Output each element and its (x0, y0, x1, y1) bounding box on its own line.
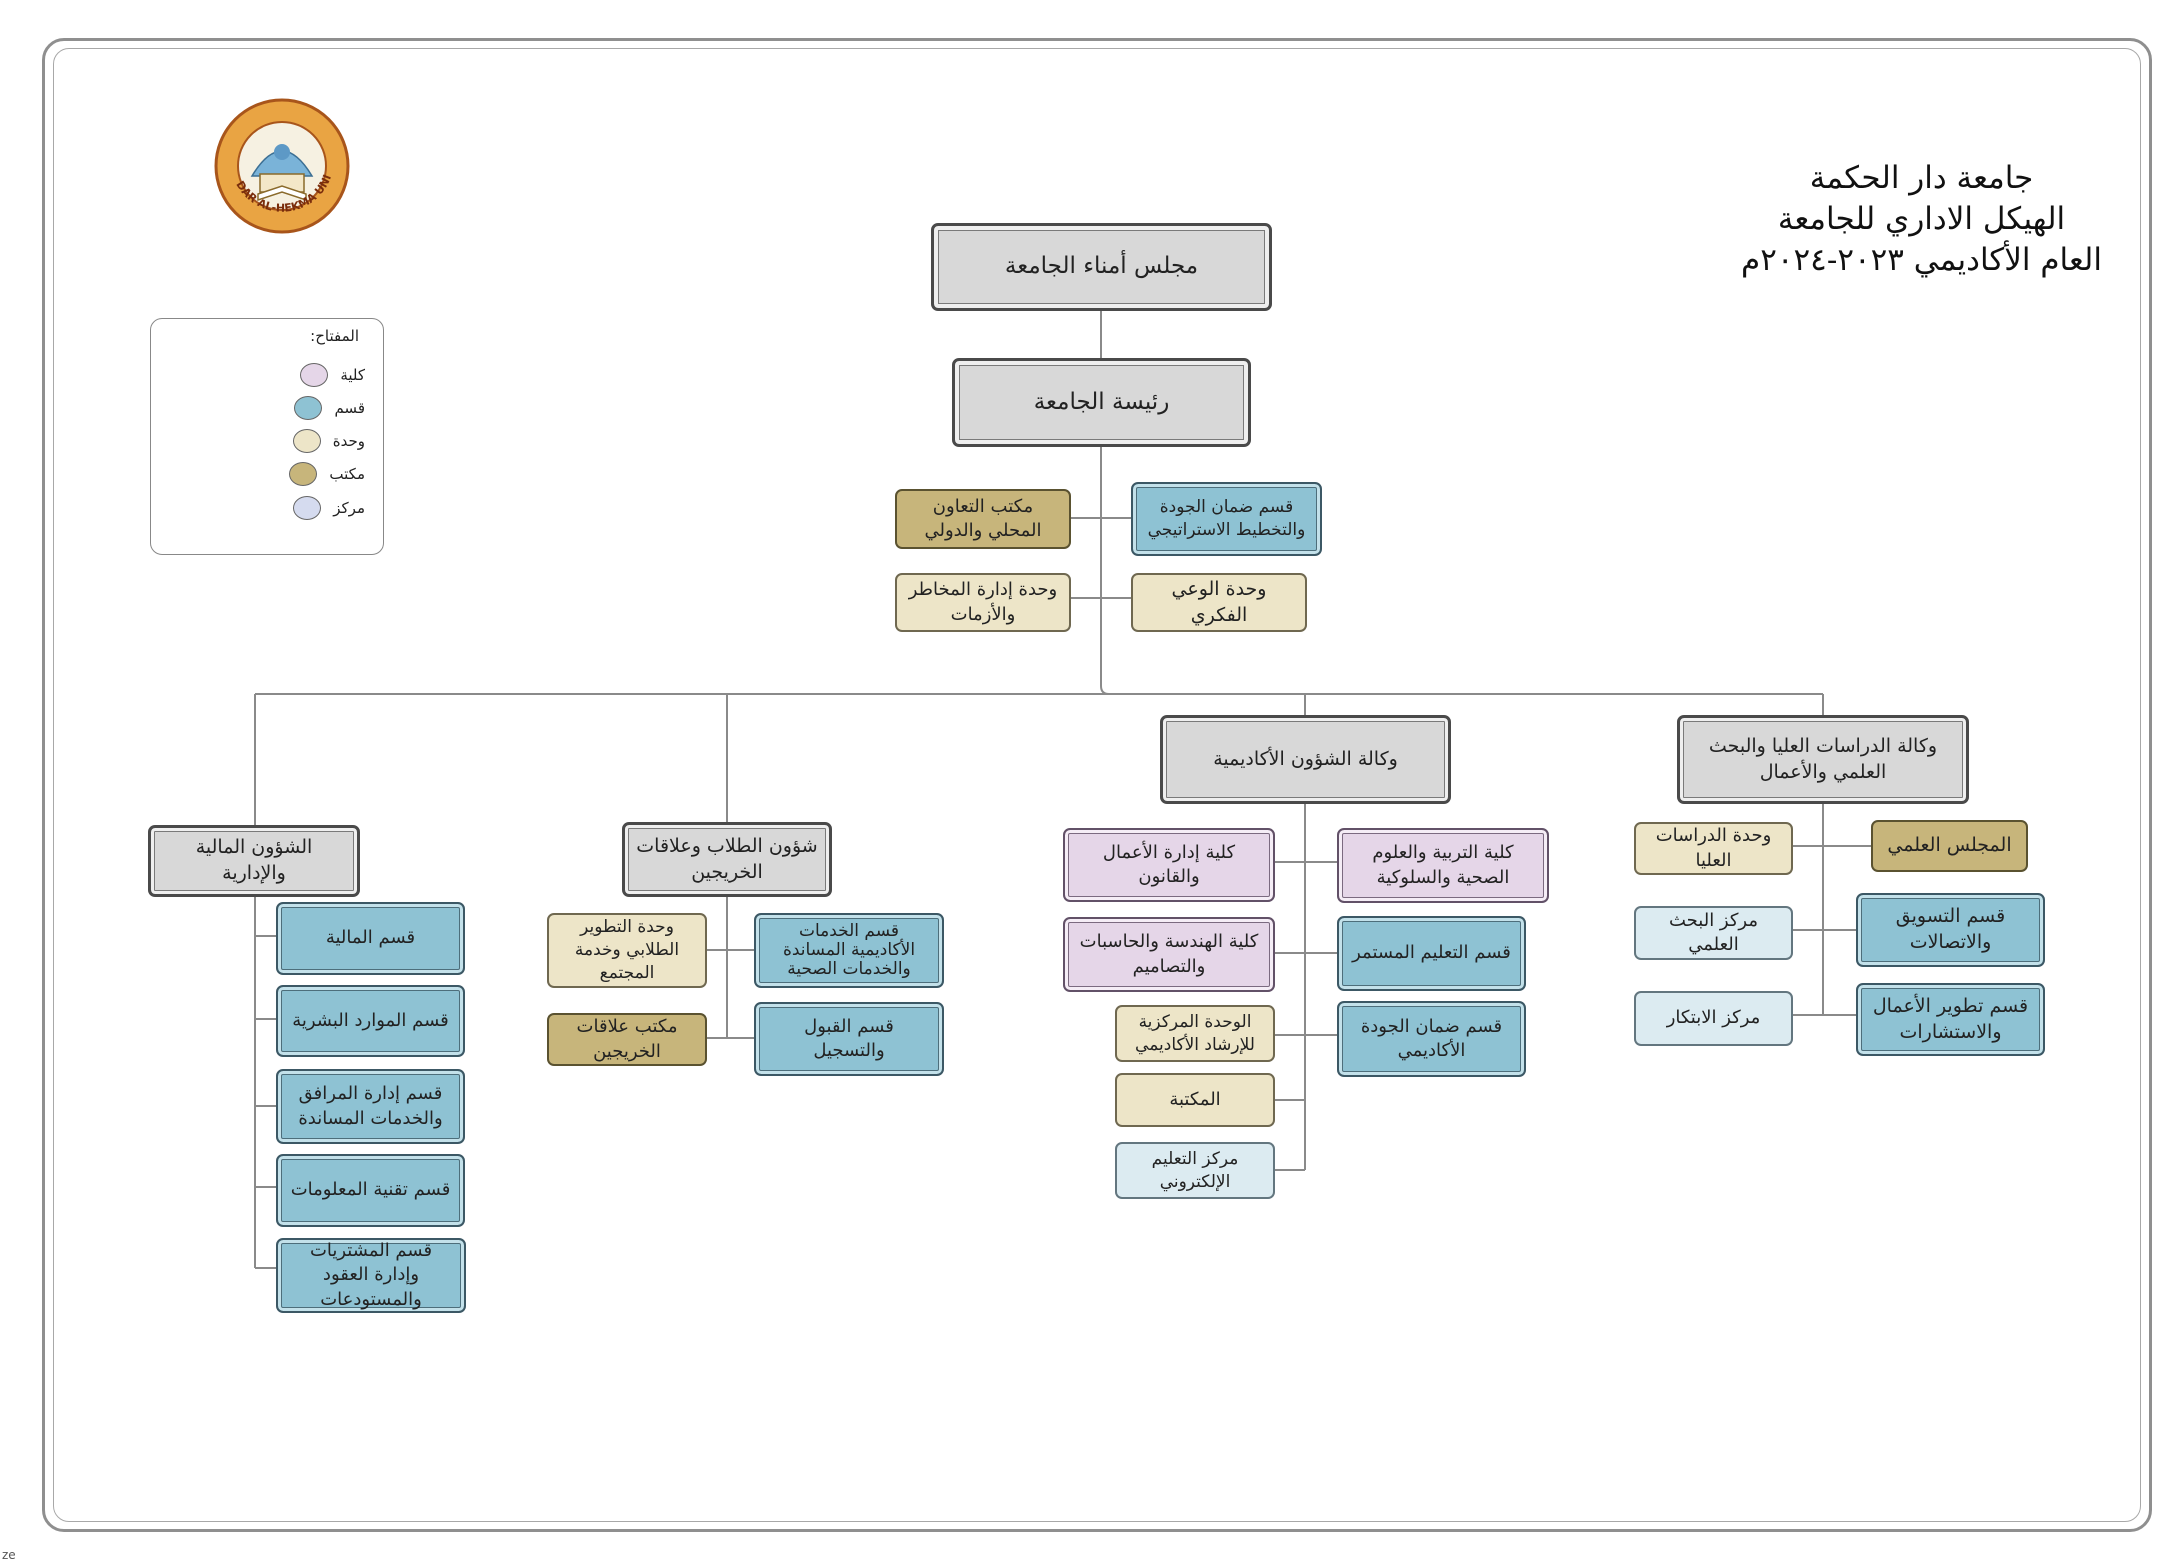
node-students-affairs: شؤون الطلاب وعلاقات الخريجين (622, 822, 832, 897)
node-risk-management: وحدة إدارة المخاطر والأزمات (895, 573, 1071, 632)
legend-item-center: مركز (293, 494, 365, 522)
node-education-college: كلية التربية والعلوم الصحية والسلوكية (1337, 828, 1549, 903)
node-finance-dept: قسم المالية (276, 902, 465, 975)
node-academic-vice: وكالة الشؤون الأكاديمية (1160, 715, 1451, 804)
legend-swatch-center (293, 496, 322, 520)
node-alumni-office: مكتب علاقات الخريجين (547, 1013, 707, 1066)
node-academic-quality-dept: قسم ضمان الجودة الأكاديمي (1337, 1001, 1526, 1077)
node-admission-dept: قسم القبول والتسجيل (754, 1002, 944, 1076)
legend-swatch-unit (292, 429, 321, 453)
node-student-dev-unit: وحدة التطوير الطلابي وخدمة المجتمع (547, 913, 707, 988)
legend-swatch-office (289, 462, 318, 486)
legend-label: قسم (334, 399, 365, 417)
footer-text: ze (2, 1548, 16, 1562)
node-continuing-ed-dept: قسم التعليم المستمر (1337, 916, 1526, 991)
legend-title: المفتاح: (310, 327, 359, 345)
node-facilities-dept: قسم إدارة المرافق والخدمات المساندة (276, 1069, 465, 1144)
node-president: رئيسة الجامعة (952, 358, 1251, 447)
node-elearning-center: مركز التعليم الإلكتروني (1115, 1142, 1275, 1199)
node-cooperation-office: مكتب التعاون المحلي والدولي (895, 489, 1071, 549)
legend-item-department: قسم (294, 394, 365, 422)
node-marketing-dept: قسم التسويق والاتصالات (1856, 893, 2045, 967)
legend-swatch-department (294, 396, 323, 420)
title-line-2: الهيكل الاداري للجامعة (1777, 200, 2066, 237)
node-scientific-council: المجلس العلمي (1871, 820, 2028, 872)
title-line-1: جامعة دار الحكمة (1809, 160, 2034, 196)
node-innovation-center: مركز الابتكار (1634, 991, 1793, 1046)
node-graduate-vice: وكالة الدراسات العليا والبحث العلمي والأ… (1677, 715, 1969, 804)
node-hr-dept: قسم الموارد البشرية (276, 985, 465, 1057)
legend-label: وحدة (332, 432, 365, 450)
node-quality-planning: قسم ضمان الجودة والتخطيط الاستراتيجي (1131, 482, 1322, 556)
title-line-3: العام الأكاديمي ٢٠٢٣-٢٠٢٤م (1741, 241, 2102, 278)
node-procurement-dept: قسم المشتريات وإدارة العقود والمستودعات (276, 1238, 466, 1313)
node-academic-services-dept: قسم الخدمات الأكاديمية المساندة والخدمات… (754, 913, 944, 988)
legend-label: مركز (333, 499, 365, 517)
chart-title: جامعة دار الحكمة الهيكل الاداري للجامعة … (1741, 158, 2102, 281)
legend: المفتاح: كلية قسم وحدة مكتب مركز (150, 318, 384, 555)
legend-swatch-college (300, 363, 329, 387)
node-intellectual-awareness: وحدة الوعي الفكري (1131, 573, 1307, 632)
inner-frame (53, 48, 2141, 1522)
legend-label: مكتب (329, 465, 365, 483)
legend-item-unit: وحدة (292, 427, 365, 455)
outer-frame (42, 38, 2152, 1532)
node-board: مجلس أمناء الجامعة (931, 223, 1272, 311)
legend-label: كلية (340, 366, 365, 384)
node-business-law-college: كلية إدارة الأعمال والقانون (1063, 828, 1275, 902)
legend-item-college: كلية (300, 361, 365, 389)
node-graduate-unit: وحدة الدراسات العليا (1634, 822, 1793, 875)
node-research-center: مركز البحث العلمي (1634, 906, 1793, 960)
node-finance-admin: الشؤون المالية والإدارية (148, 825, 360, 897)
node-library: المكتبة (1115, 1073, 1275, 1127)
university-logo: DAR AL-HEKMA UNIVERSITY (212, 96, 350, 234)
node-engineering-college: كلية الهندسة والحاسبات والتصاميم (1063, 917, 1275, 992)
node-it-dept: قسم تقنية المعلومات (276, 1154, 465, 1227)
legend-item-office: مكتب (289, 460, 365, 488)
node-business-dev-dept: قسم تطوير الأعمال والاستشارات (1856, 983, 2045, 1056)
node-advising-unit: الوحدة المركزية للإرشاد الأكاديمي (1115, 1005, 1275, 1062)
